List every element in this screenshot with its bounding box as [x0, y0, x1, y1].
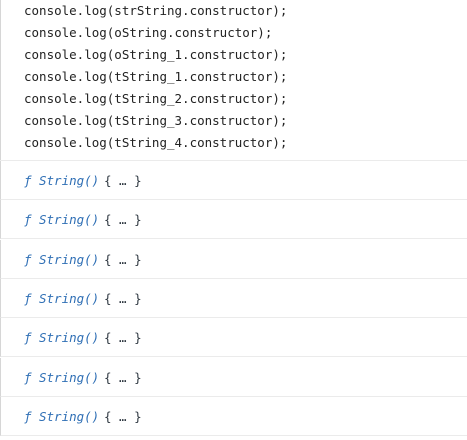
function-name[interactable]: String() [39, 409, 100, 424]
function-name[interactable]: String() [39, 291, 100, 306]
function-keyword: ƒ [24, 212, 32, 227]
code-line: console.log(tString_4.constructor); [24, 135, 288, 150]
function-body-collapsed[interactable]: { … } [104, 212, 142, 227]
console-output-row[interactable]: ƒ String() { … } [0, 240, 467, 279]
console-output-row[interactable]: ƒ String() { … } [0, 318, 467, 357]
code-line: console.log(tString_2.constructor); [24, 91, 288, 106]
function-body-collapsed[interactable]: { … } [104, 252, 142, 267]
function-body-collapsed[interactable]: { … } [104, 370, 142, 385]
function-body-collapsed[interactable]: { … } [104, 291, 142, 306]
function-keyword: ƒ [24, 252, 32, 267]
function-body-collapsed[interactable]: { … } [104, 173, 142, 188]
console-output-row[interactable]: ƒ String() { … } [0, 358, 467, 397]
code-line: console.log(strString.constructor); [24, 3, 288, 18]
function-body-collapsed[interactable]: { … } [104, 330, 142, 345]
console-output-row[interactable]: ƒ String() { … } [0, 200, 467, 239]
function-keyword: ƒ [24, 370, 32, 385]
function-name[interactable]: String() [39, 252, 100, 267]
function-keyword: ƒ [24, 291, 32, 306]
console-output-row[interactable]: ƒ String() { … } [0, 279, 467, 318]
function-name[interactable]: String() [39, 370, 100, 385]
console-input-block[interactable]: console.log(strString.constructor); cons… [0, 0, 467, 160]
code-line: console.log(oString_1.constructor); [24, 47, 288, 62]
function-name[interactable]: String() [39, 173, 100, 188]
function-keyword: ƒ [24, 173, 32, 188]
code-line: console.log(oString.constructor); [24, 25, 273, 40]
console-output-row[interactable]: ƒ String() { … } [0, 161, 467, 200]
code-line: console.log(tString_3.constructor); [24, 113, 288, 128]
code-line: console.log(tString_1.constructor); [24, 69, 288, 84]
function-keyword: ƒ [24, 330, 32, 345]
console-output-row[interactable]: ƒ String() { … } [0, 397, 467, 436]
function-name[interactable]: String() [39, 330, 100, 345]
function-keyword: ƒ [24, 409, 32, 424]
function-name[interactable]: String() [39, 212, 100, 227]
input-output-divider [0, 160, 467, 161]
function-body-collapsed[interactable]: { … } [104, 409, 142, 424]
